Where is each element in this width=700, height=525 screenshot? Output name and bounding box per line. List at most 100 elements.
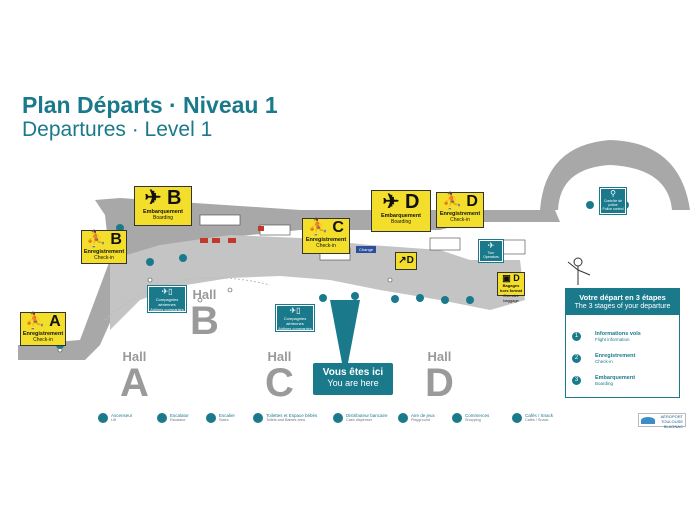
airplane-icon: ✈ (144, 187, 162, 209)
sign-label-fr: Enregistrement (22, 331, 64, 337)
shopping-icon (452, 413, 462, 423)
sign-checkin-a: ⛹ A Enregistrement Check-in (20, 312, 66, 346)
hall-c-label: Hall C (265, 350, 294, 403)
hall-b-curve (104, 277, 271, 321)
sign-letter: D (406, 255, 414, 266)
sign-checkin-d: ⛹ D Enregistrement Check-in (436, 192, 484, 228)
police-icon: ⚲ (610, 189, 616, 198)
logo-line: TOULOUSE (661, 419, 683, 424)
step-number: 2 (572, 354, 581, 363)
page-title-en: Departures · Level 1 (22, 118, 213, 141)
hall-word: Hall (122, 349, 147, 364)
sign-boarding-d: ✈ D Embarquement Boarding (371, 190, 431, 232)
teal-label-en: Airlines companies (278, 326, 312, 331)
legend-label-fr: Commerces (465, 413, 490, 418)
checkin-icon: ⛹ (308, 219, 328, 236)
sign-letter: D (466, 193, 478, 210)
playground-icon (398, 413, 408, 423)
toilets-icon (253, 413, 263, 423)
sign-letter: B (110, 231, 122, 248)
legend-label-fr: Toilettes et Espace bébés (266, 413, 318, 418)
legend-label-fr: Escalator (170, 413, 189, 418)
sign-letter: A (49, 313, 61, 330)
baggage-icon: ▣ (502, 273, 511, 283)
teal-label-en: Police control (602, 207, 624, 211)
legend-label-fr: Ascenseur (111, 413, 133, 418)
legend-label-fr: Distributeur bancaire (346, 413, 388, 418)
page-title-fr: Plan Départs · Niveau 1 (22, 92, 278, 118)
sign-label-fr: Enregistrement (305, 237, 347, 243)
step-number: 3 (572, 376, 581, 385)
step-number: 1 (572, 332, 581, 341)
sign-label-fr: Bagages hors format (499, 283, 523, 293)
legend-label-en: Toilets and Babies area (266, 418, 305, 422)
sign-label-en: Check-in (316, 243, 336, 249)
sign-small-d: ↗D (395, 252, 417, 270)
legend-label-fr: Aire de jeux (411, 413, 435, 418)
legend-label-en: Shopping (465, 418, 481, 422)
hall-word: Hall (192, 287, 217, 302)
legend-label-en: Cash dispenser (346, 418, 373, 422)
legend-label-en: Cafés / Snack (525, 418, 549, 422)
hall-a-label: Hall A (120, 350, 149, 403)
elevator-icon (98, 413, 108, 423)
sign-label-fr: Enregistrement (439, 211, 481, 217)
airlines-icon: ✈▯ (161, 287, 173, 296)
hall-letter: D (425, 361, 454, 405)
step-label-fr: Enregistrement (595, 353, 636, 359)
you-are-here-fr: Vous êtes ici (322, 367, 384, 378)
hall-d-label: Hall D (425, 350, 454, 403)
teal-label-en: Airlines companies (150, 307, 184, 312)
airport-logo: AÉROPORT TOULOUSE BLAGNAC (638, 413, 686, 429)
sign-checkin-b: ⛹ B Enregistrement Check-in (81, 230, 127, 264)
logo-line: AÉROPORT (660, 414, 683, 419)
departure-stages-panel: Votre départ en 3 étapes The 3 stages of… (565, 288, 680, 398)
stages-title-fr: Votre départ en 3 étapes (579, 293, 666, 302)
legend-label-fr: Cafés / Snack (525, 413, 554, 418)
stairs-icon (206, 413, 216, 423)
logo-line: BLAGNAC (663, 424, 683, 429)
legend-label-en: Stairs (219, 418, 229, 422)
logo-mark (641, 417, 655, 424)
sign-label-fr: Enregistrement (83, 249, 125, 255)
you-are-here-marker: Vous êtes ici You are here (313, 363, 393, 395)
sign-label-en: Boarding (390, 219, 411, 225)
legend-label-fr: Escalier (219, 413, 236, 418)
airplane-icon: ✈ (382, 191, 400, 213)
sign-label-en: Check-in (33, 337, 53, 343)
change-label: Change (356, 246, 377, 253)
terminal-concourse (110, 235, 525, 330)
step-label-en: Check-in (595, 359, 613, 364)
atm-icon (333, 413, 343, 423)
police-control-box: ⚲ Contrôle de police Police control (599, 187, 627, 215)
step-label-fr: Embarquement (595, 375, 636, 381)
teal-label-fr: Compagnies aériennes (283, 316, 307, 326)
sign-label-en: Boarding (152, 215, 173, 221)
hall-letter: A (120, 361, 149, 405)
airlines-box-b: ✈▯ Compagnies aériennes Airlines compani… (147, 285, 187, 313)
airlines-box-c: ✈▯ Compagnies aériennes Airlines compani… (275, 304, 315, 332)
traveller-illustration (567, 257, 591, 285)
satellite-arc (540, 140, 690, 210)
hall-b-label: Hall B (190, 288, 219, 341)
hall-letter: B (190, 299, 219, 343)
sign-label-en: Oversize baggage (503, 293, 519, 303)
hall-word: Hall (427, 349, 452, 364)
stages-title-en: The 3 stages of your departure (574, 303, 671, 310)
checkin-icon: ⛹ (442, 193, 462, 210)
escalator-icon (157, 413, 167, 423)
teal-label-fr: Contrôle de police (603, 199, 623, 207)
terminal-corridor (18, 198, 560, 360)
airlines-icon: ✈▯ (289, 306, 301, 315)
step-label-en: Boarding (595, 381, 614, 386)
shop-facades (200, 226, 264, 243)
sign-label-en: Check-in (94, 255, 114, 261)
you-are-here-en: You are here (327, 378, 379, 388)
cafe-icon (512, 413, 522, 423)
